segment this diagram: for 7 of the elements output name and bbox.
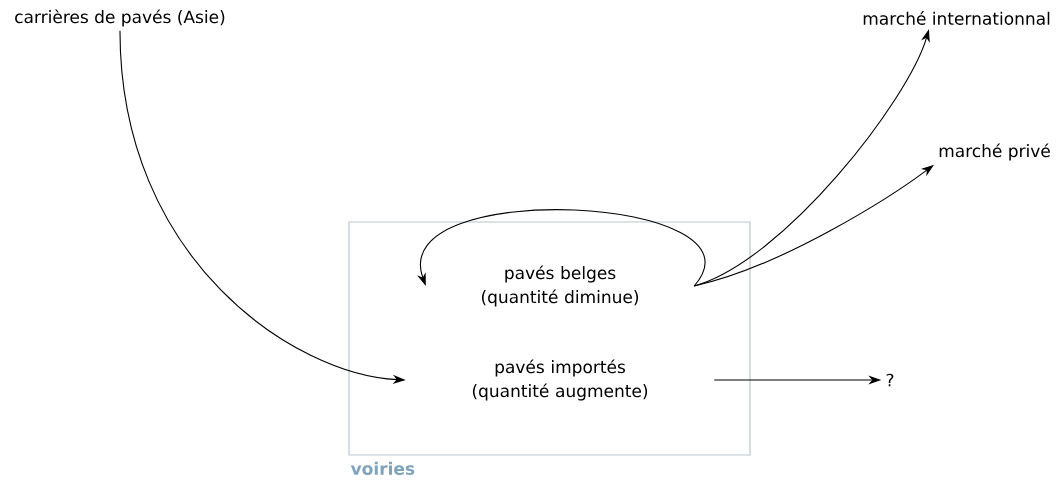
node-label: pavés importés (quantité augmente) <box>472 359 648 401</box>
node-label: ? <box>886 373 894 387</box>
node-label: pavés belges (quantité diminue) <box>481 265 639 307</box>
node-label: marché privé <box>939 143 1050 161</box>
node-label: carrières de pavés (Asie) <box>15 9 225 27</box>
node-label: voiries <box>350 461 415 475</box>
node-label: marché internationnal <box>863 11 1050 25</box>
